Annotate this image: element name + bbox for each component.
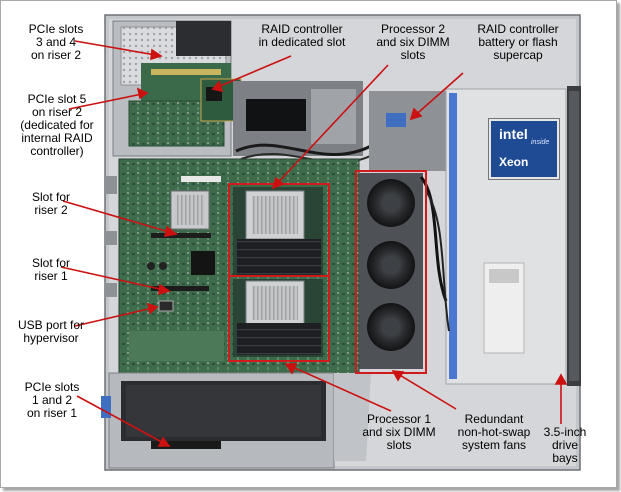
arrow-raid-dedicated <box>212 55 292 90</box>
arrow-slot-riser-1 <box>60 266 170 292</box>
label-line: 3.5-inch <box>543 425 587 439</box>
arrowhead-pcie-3-4 <box>150 48 163 61</box>
processor-2-area <box>233 187 323 277</box>
arrow-usb-port <box>74 306 158 327</box>
arrowhead-processor-2 <box>271 176 285 190</box>
processor-1-highlight <box>228 275 330 362</box>
arrowhead-slot-riser-1 <box>158 283 171 296</box>
arrow-pcie-5 <box>68 92 148 110</box>
callout-arrows <box>60 40 568 447</box>
label-line: and six DIMM <box>362 425 436 439</box>
label-line: internal RAID <box>21 131 93 145</box>
riser-1-assembly <box>101 372 371 469</box>
arrow-processor-2 <box>272 64 389 189</box>
label-line: RAID controller <box>477 22 559 36</box>
fans-highlight <box>355 170 427 374</box>
label-line: slots <box>400 48 426 62</box>
arrowhead-processor-1 <box>284 363 298 375</box>
label-line: slots <box>386 438 412 452</box>
label-line: Redundant <box>464 412 524 426</box>
label-line: supercap <box>493 48 543 62</box>
arrowhead-usb-port <box>146 302 159 315</box>
label-line: system fans <box>461 438 527 452</box>
arrowhead-slot-riser-2 <box>163 225 178 238</box>
label-line: and six DIMM <box>376 35 450 49</box>
processor-1-area <box>233 279 323 357</box>
top-center-cabling <box>233 81 377 164</box>
label-line: PCIe slots <box>28 22 84 36</box>
label-line: PCIe slot 5 <box>27 92 87 106</box>
arrowhead-fans <box>391 370 405 382</box>
label-line: bays <box>552 451 578 465</box>
label-line: on riser 1 <box>26 406 78 420</box>
label-line: Processor 2 <box>380 22 446 36</box>
label-line: in dedicated slot <box>258 35 346 49</box>
arrow-slot-riser-2 <box>62 200 177 235</box>
label-line: drive <box>551 438 578 452</box>
label-line: Slot for <box>31 256 70 270</box>
intel-inside-text: inside <box>531 139 550 146</box>
label-line: non-hot-swap <box>457 425 531 439</box>
label-line: Slot for <box>31 190 70 204</box>
label-line: on riser 2 <box>30 48 82 62</box>
intel-logo-text: intel <box>499 126 528 142</box>
arrow-pcie-1-2 <box>76 395 170 447</box>
system-fans <box>359 173 423 369</box>
label-line: 1 and 2 <box>31 393 73 407</box>
label-line: riser 2 <box>34 203 68 217</box>
label-line: on riser 2 <box>31 105 83 119</box>
label-line: (dedicated for <box>20 118 94 132</box>
label-line: battery or flash <box>478 35 558 49</box>
arrowhead-pcie-1-2 <box>157 436 171 447</box>
label-line: RAID controller <box>261 22 343 36</box>
xeon-text: Xeon <box>499 155 529 169</box>
label-line: USB port for <box>17 318 85 332</box>
arrowhead-raid-battery <box>409 107 423 121</box>
arrow-processor-1 <box>285 363 392 412</box>
label-line: controller) <box>30 144 84 158</box>
arrowhead-raid-dedicated <box>211 80 224 93</box>
label-line: 3 and 4 <box>35 35 77 49</box>
rear-ports <box>105 176 117 297</box>
arrowhead-drive-bays <box>554 373 568 385</box>
arrow-fans <box>392 370 457 410</box>
riser-2-assembly <box>112 20 242 157</box>
arrowhead-pcie-5 <box>136 87 149 100</box>
label-line: hypervisor <box>23 331 79 345</box>
label-line: riser 1 <box>34 269 68 283</box>
arrow-pcie-3-4 <box>74 40 162 57</box>
label-line: PCIe slots <box>24 380 80 394</box>
intel-xeon-badge: intel inside Xeon <box>489 119 559 179</box>
label-line: Processor 1 <box>366 412 432 426</box>
arrow-raid-battery <box>410 72 464 120</box>
